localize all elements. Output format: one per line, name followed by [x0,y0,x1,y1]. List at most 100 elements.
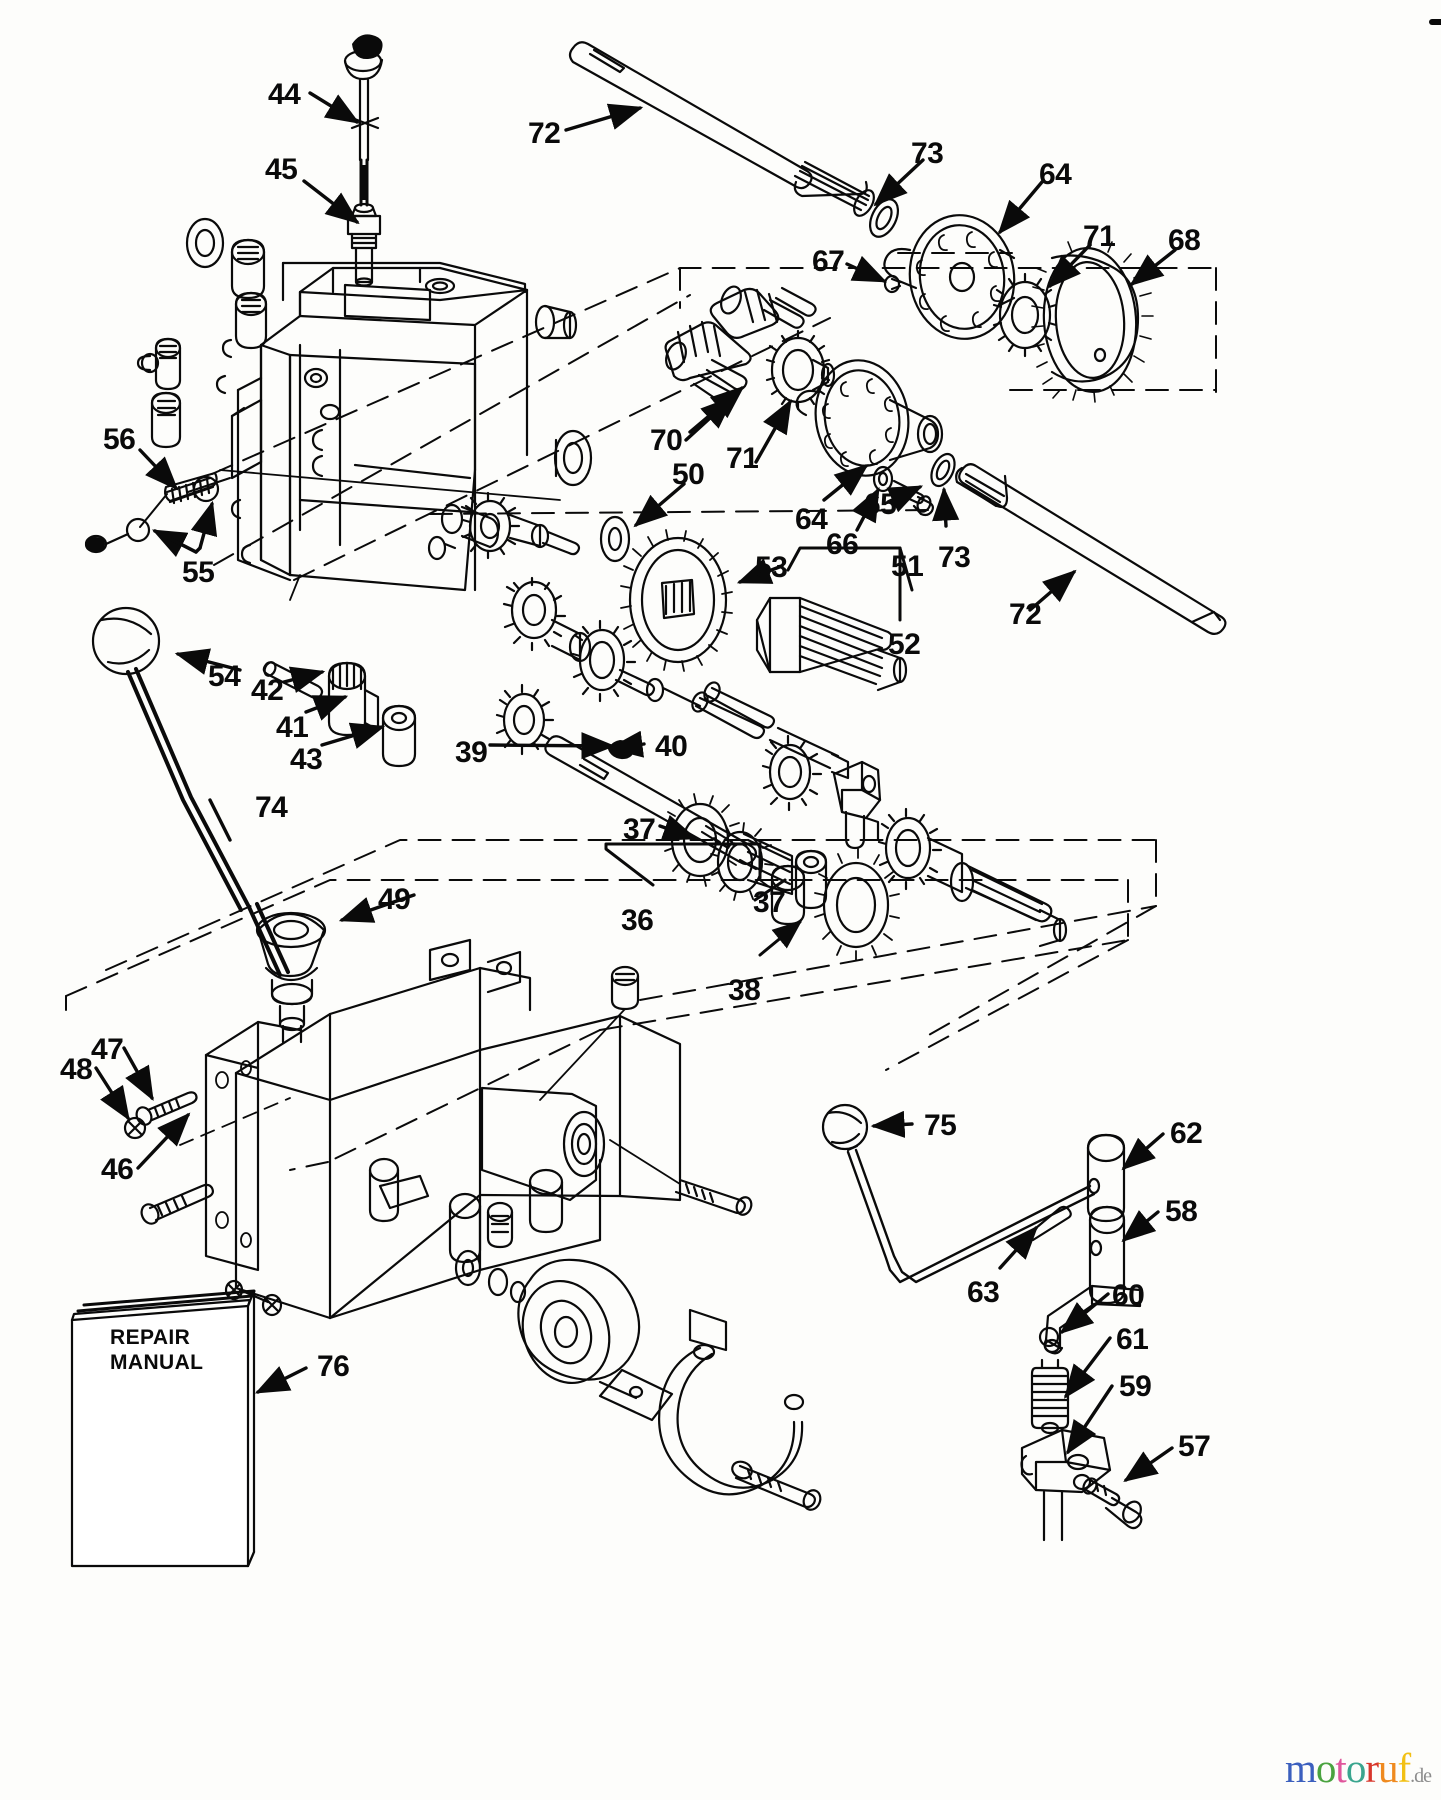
callout-73-mid: 73 [938,541,971,574]
callout-43: 43 [290,743,323,776]
callout-60: 60 [1112,1279,1145,1312]
callout-38: 38 [728,974,761,1007]
part-60-detent-ball [1038,1326,1060,1348]
callout-68: 68 [1168,224,1201,257]
part-37-spacer-b [794,849,828,910]
part-56-detent-spring [139,471,231,528]
callout-leader-lines [94,91,1177,1482]
repair-manual-line1: REPAIR [110,1326,191,1349]
wm-letter-o2: o [1345,1745,1366,1791]
transmission-housing-lower [204,938,682,1320]
callout-44: 44 [268,78,301,111]
wm-letter-m: m [1285,1745,1317,1791]
part-71-bevel-gear-upper [765,329,836,411]
callout-50: 50 [672,458,705,491]
callout-59: 59 [1119,1370,1152,1403]
lower-bolt-left [140,1183,214,1225]
part-44-dipstick [343,34,384,207]
right-gear-cluster-lower [877,807,1068,948]
wm-letter-u: u [1377,1745,1398,1791]
repair-manual-title: REPAIR MANUAL [110,1326,203,1376]
housing-through-bolt [179,1097,291,1146]
part-39-shift-rod [544,735,758,871]
part-55-detent-balls [84,475,220,554]
part-64-differential-carrier-mid [795,359,944,477]
wm-suffix: .de [1410,1765,1432,1787]
part-47-screw [135,1091,198,1126]
shift-fork [832,760,882,850]
part-75-brake-knob [821,1103,869,1151]
callout-70: 70 [650,424,683,457]
part-43-spacer [381,704,417,768]
part-41-gear [327,661,380,737]
part-64-differential-carrier-upper [883,214,1016,340]
callout-72-upper: 72 [528,117,561,150]
callout-39: 39 [455,736,488,769]
shifter-rails-and-gears [502,576,850,812]
part-49-shift-boot [255,911,327,1044]
callout-64-upper: 64 [1039,158,1072,191]
part-73-snap-ring-mid [930,452,956,488]
bearing-group-left [136,217,268,449]
wm-letter-t: t [1335,1745,1346,1791]
part-66-washer [872,465,894,493]
callout-49: 49 [378,883,411,916]
callout-51: 51 [891,550,924,583]
part-48-washer-screw [123,1116,147,1140]
callout-36: 36 [621,904,654,937]
part-67-bolt [883,274,918,294]
callout-66: 66 [826,528,859,561]
callout-64-mid: 64 [795,503,828,536]
callout-75: 75 [924,1109,957,1142]
part-72-axle-shaft-upper [568,41,875,217]
callout-74: 74 [255,791,288,824]
part-45-filler-plug [346,202,382,287]
callout-46: 46 [101,1153,134,1186]
gear-assembly-midleft [427,491,581,561]
callout-37-a: 37 [623,813,656,846]
callout-41: 41 [276,711,309,744]
callout-71-mid: 71 [726,442,759,475]
brake-assembly [454,1249,822,1511]
callout-72-right: 72 [1009,598,1042,631]
callout-54: 54 [208,660,241,693]
wm-letter-r: r [1365,1745,1379,1791]
housing-plug [539,965,640,1101]
callout-71-upper: 71 [1083,220,1116,253]
part-72-axle-shaft-right [955,463,1227,636]
callout-62: 62 [1170,1117,1203,1150]
transmission-housing-upper [215,261,593,592]
brake-rod [846,1144,1096,1284]
callout-48: 48 [60,1053,93,1086]
right-through-bolt [609,1139,753,1216]
part-38-driven-gear [814,848,900,961]
callout-45: 45 [265,153,298,186]
callout-67: 67 [812,245,845,278]
part-71-bevel-gear-right [992,272,1058,358]
callout-47: 47 [91,1033,124,1066]
wm-letter-o1: o [1315,1745,1336,1791]
part-61-spring [1030,1358,1070,1435]
callout-56: 56 [103,423,136,456]
part-50-thrust-washer [599,515,631,563]
callout-58: 58 [1165,1195,1198,1228]
callout-73-upper: 73 [911,137,944,170]
set-screw [486,1201,514,1249]
part-74-shift-lever [126,667,290,977]
wm-letter-f: f [1397,1745,1411,1791]
part-73-snap-ring-upper [869,198,899,238]
part-70-cluster-gear [664,285,817,406]
callout-53: 53 [755,551,788,584]
callout-63: 63 [967,1276,1000,1309]
part-54-shift-knob [91,606,161,676]
callout-57: 57 [1178,1430,1211,1463]
extra-leaders [688,385,745,434]
callout-76: 76 [317,1350,350,1383]
callout-61: 61 [1116,1323,1149,1356]
callout-42: 42 [251,674,284,707]
callout-65: 65 [864,488,897,521]
bracket-leaders [604,546,914,957]
part-53-output-gear [620,529,733,672]
